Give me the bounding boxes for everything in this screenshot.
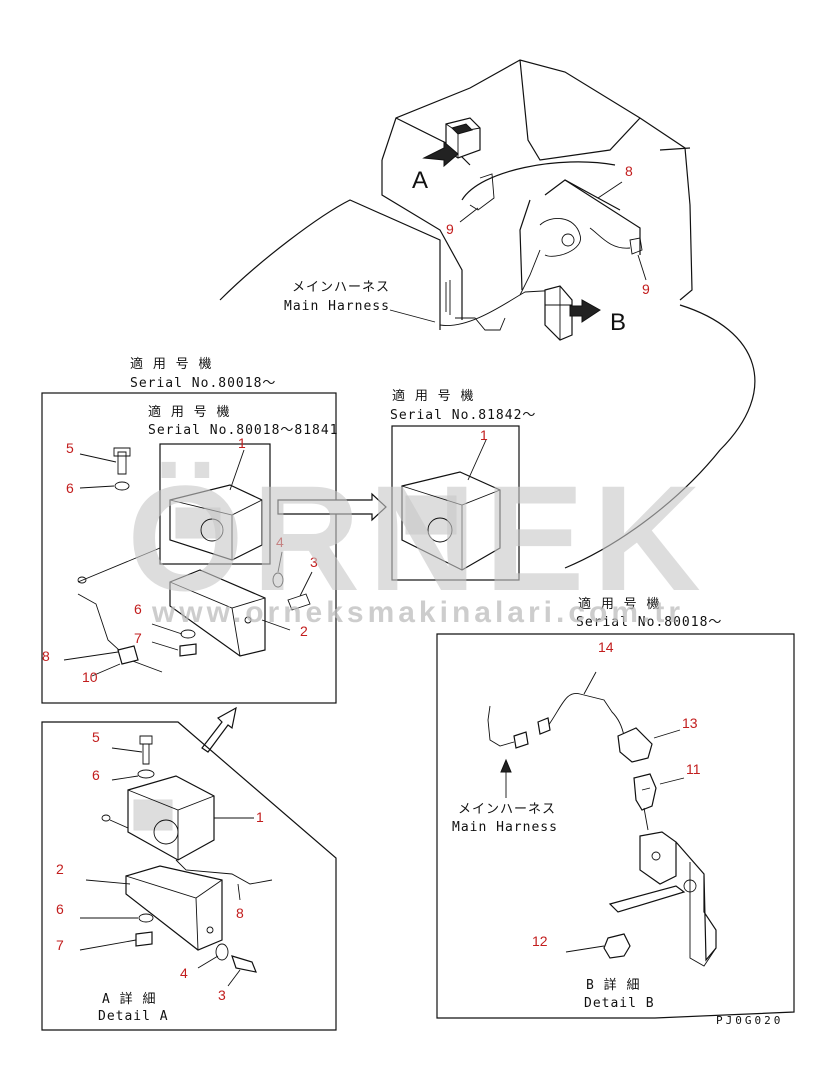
main-harness-label-en: Main Harness <box>452 820 558 835</box>
serial-value: Serial No.80018～ <box>576 615 722 630</box>
detail-b-label-jp: B 詳 細 <box>586 977 640 993</box>
callout: 10 <box>82 669 98 685</box>
callout: 5 <box>66 440 74 456</box>
callout: 8 <box>42 648 50 664</box>
watermark-brand: ÖRNEK <box>127 454 709 622</box>
panel-top-middle-frame <box>391 425 520 581</box>
panel-detail-a-frame <box>41 721 337 1031</box>
callout: 2 <box>56 861 64 877</box>
detail-a-label-jp: A 詳 細 <box>102 991 156 1007</box>
main-harness-label-jp: メインハーネス <box>292 280 390 295</box>
main-harness-label-jp: メインハーネス <box>458 802 556 817</box>
callout: 7 <box>56 937 64 953</box>
callout: 4 <box>180 965 188 981</box>
inner-serial-value: Serial No.80018～81841 <box>148 423 339 438</box>
overview-callout: 9 <box>642 281 650 297</box>
view-a-letter: A <box>412 167 428 194</box>
machine-overview <box>219 59 756 569</box>
panel-detail-b-parts <box>487 671 717 967</box>
detail-b-label-en: Detail B <box>584 996 655 1011</box>
panel-top-left-parts <box>63 447 313 677</box>
overview-callout: 9 <box>446 221 454 237</box>
callout: 5 <box>92 729 100 745</box>
callout: 6 <box>56 901 64 917</box>
detail-a-label-en: Detail A <box>98 1009 169 1024</box>
callout: 1 <box>256 809 264 825</box>
view-b-letter: B <box>610 309 626 336</box>
callout: 6 <box>134 601 142 617</box>
callout: 14 <box>598 639 614 655</box>
callout: 7 <box>134 630 142 646</box>
detail-arrow <box>201 706 237 753</box>
replacement-arrow <box>277 492 387 522</box>
callout: 6 <box>66 480 74 496</box>
panel-top-middle-parts <box>401 439 501 571</box>
callout: 11 <box>686 761 701 777</box>
serial-title-jp: 適 用 号 機 <box>392 388 474 404</box>
overview-callout: 8 <box>625 163 633 179</box>
serial-value: Serial No.80018～ <box>130 376 276 391</box>
watermark-site: www.orneksmakinalari.com.tr <box>151 596 684 629</box>
inner-serial-frame <box>159 443 271 565</box>
main-harness-label-en: Main Harness <box>284 299 390 314</box>
serial-title-jp: 適 用 号 機 <box>130 356 212 372</box>
panel-detail-b-frame <box>436 633 795 1019</box>
panel-detail-a-parts <box>79 735 273 987</box>
inner-serial-title-jp: 適 用 号 機 <box>148 404 230 420</box>
callout: 3 <box>310 554 318 570</box>
callout: 13 <box>682 715 698 731</box>
callout: 4 <box>276 534 284 550</box>
callout: 8 <box>236 905 244 921</box>
serial-value: Serial No.81842～ <box>390 408 536 423</box>
serial-title-jp: 適 用 号 機 <box>578 596 660 612</box>
callout: 3 <box>218 987 226 1003</box>
drawing-code: PJ0G020 <box>716 1014 783 1027</box>
panel-top-left-frame <box>41 392 337 704</box>
callout: 12 <box>532 933 548 949</box>
callout: 6 <box>92 767 100 783</box>
callout: 1 <box>480 427 488 443</box>
callout: 2 <box>300 623 308 639</box>
callout: 1 <box>238 435 246 451</box>
